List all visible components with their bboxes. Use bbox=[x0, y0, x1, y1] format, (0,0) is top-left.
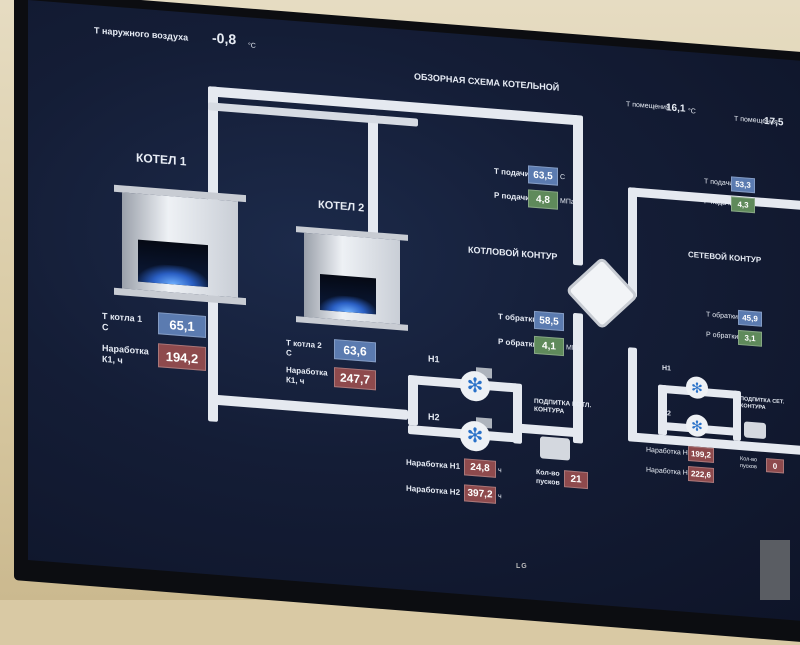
nc-hours-h2-label: Наработка Н2 bbox=[646, 466, 692, 478]
boiler-circuit-riser bbox=[573, 114, 583, 266]
nc-hours-h1-label: Наработка Н1 bbox=[646, 446, 692, 458]
nc-p-supply-label: Р подачи bbox=[704, 198, 734, 208]
boiler2-hours-value: 247,7 bbox=[334, 367, 376, 391]
nc-t-return-value: 45,9 bbox=[738, 309, 762, 327]
nc-starts-value: 0 bbox=[766, 458, 784, 474]
bc-t-supply-label: Т подачи bbox=[494, 166, 530, 179]
room1-temp-label: Т помещения bbox=[626, 101, 670, 112]
boiler2-firebox bbox=[320, 273, 376, 315]
nc-makeup-device-icon[interactable] bbox=[744, 421, 766, 440]
bc-t-supply-unit: С bbox=[560, 173, 566, 182]
nc-t-supply-label: Т подачи bbox=[704, 178, 734, 188]
outdoor-temp-value: -0,8 bbox=[212, 29, 237, 48]
pump-to-return-pipe bbox=[518, 423, 578, 438]
room1-temp-unit: °С bbox=[688, 107, 696, 116]
nc-p-return-value: 3,1 bbox=[738, 329, 762, 347]
tv-stand bbox=[760, 540, 790, 600]
nc-hours-h2-value: 222,6 bbox=[688, 465, 714, 483]
boiler1-title: КОТЕЛ 1 bbox=[136, 150, 187, 169]
nc-makeup-label: ПОДПИТКА СЕТ. КОНТУРА bbox=[740, 396, 785, 412]
nc-pump2-icon[interactable]: ✻ bbox=[686, 413, 708, 438]
bc-p-return-value: 4,1 bbox=[534, 335, 564, 357]
room1-temp-value: 16,1 bbox=[666, 102, 686, 115]
bc-starts-value: 21 bbox=[564, 470, 588, 490]
bc-p-supply-label: Р подачи bbox=[494, 190, 531, 203]
bc-hours-h1-unit: ч bbox=[498, 466, 502, 475]
nc-t-supply-value: 53,3 bbox=[731, 176, 755, 194]
boiler2-flame bbox=[320, 293, 376, 315]
boiler2-riser-pipe bbox=[368, 114, 378, 236]
boiler-circuit-title: КОТЛОВОЙ КОНТУР bbox=[468, 244, 558, 262]
bc-t-return-value: 58,5 bbox=[534, 310, 564, 332]
bc-makeup-device-icon[interactable] bbox=[540, 436, 570, 461]
bc-hours-h2-value: 397,2 bbox=[464, 484, 496, 504]
outdoor-temp-unit: °С bbox=[248, 42, 256, 50]
boiler2-temp-label: Т котла 2 С bbox=[286, 338, 322, 358]
nc-hours-h1-value: 199,2 bbox=[688, 445, 714, 463]
scheme-title: ОБЗОРНАЯ СХЕМА КОТЕЛЬНОЙ bbox=[414, 71, 560, 93]
network-riser-pipe bbox=[628, 187, 637, 298]
boiler2-hours-label: Наработка К1, ч bbox=[286, 365, 328, 386]
bc-pump1-label: Н1 bbox=[428, 353, 440, 365]
nc-t-return-label: Т обратки bbox=[706, 311, 738, 321]
bc-hours-h2-unit: ч bbox=[498, 492, 502, 501]
boiler2-temp-value: 63,6 bbox=[334, 339, 376, 363]
scada-screen: Т наружного воздуха -0,8 °С ОБЗОРНАЯ СХЕ… bbox=[28, 0, 800, 623]
network-circuit-title: СЕТЕВОЙ КОНТУР bbox=[688, 249, 762, 265]
nc-pump1-label: Н1 bbox=[662, 364, 671, 373]
bc-p-return-unit: МПа bbox=[566, 344, 581, 353]
boiler1-hours-value: 194,2 bbox=[158, 343, 206, 372]
bc-hours-h1-label: Наработка Н1 bbox=[406, 457, 461, 472]
nc-pump2-label: Н2 bbox=[662, 409, 671, 418]
outdoor-temp-label: Т наружного воздуха bbox=[94, 25, 189, 43]
boiler2-title: КОТЕЛ 2 bbox=[318, 198, 365, 215]
bc-p-return-label: Р обратки bbox=[498, 336, 538, 350]
bc-hours-h1-value: 24,8 bbox=[464, 458, 496, 478]
boiler2[interactable] bbox=[304, 232, 400, 325]
bc-starts-label: Кол-во пусков bbox=[536, 468, 560, 487]
bc-pump2-label: Н2 bbox=[428, 411, 440, 423]
tv-brand-logo: LG bbox=[516, 563, 528, 570]
boiler1[interactable] bbox=[122, 192, 238, 298]
bc-p-supply-value: 4,8 bbox=[528, 189, 558, 210]
nc-p-supply-value: 4,3 bbox=[731, 196, 755, 214]
boiler1-hours-label: Наработка К1, ч bbox=[102, 342, 149, 366]
boiler1-temp-value: 65,1 bbox=[158, 312, 206, 339]
room2-temp-value: 17,5 bbox=[764, 115, 784, 129]
boiler1-flame bbox=[138, 262, 208, 288]
pump-loop-right bbox=[513, 383, 522, 444]
boiler-return-riser bbox=[573, 312, 583, 444]
bc-t-supply-value: 63,5 bbox=[528, 165, 558, 186]
nc-p-return-label: Р обратки bbox=[706, 331, 739, 341]
bc-hours-h2-label: Наработка Н2 bbox=[406, 483, 461, 498]
return-header-pipe bbox=[208, 394, 408, 420]
boiler1-temp-label: Т котла 1 С bbox=[102, 310, 143, 333]
network-return-riser bbox=[628, 347, 637, 438]
bc-p-supply-unit: МПа bbox=[560, 197, 575, 207]
bc-t-return-label: Т обратки bbox=[498, 311, 538, 325]
nc-pump1-icon[interactable]: ✻ bbox=[686, 375, 708, 400]
bc-makeup-label: ПОДПИТКА КОТЛ. КОНТУРА bbox=[534, 397, 592, 416]
boiler1-firebox bbox=[138, 239, 208, 288]
nc-starts-label: Кол-во пусков bbox=[740, 456, 758, 471]
